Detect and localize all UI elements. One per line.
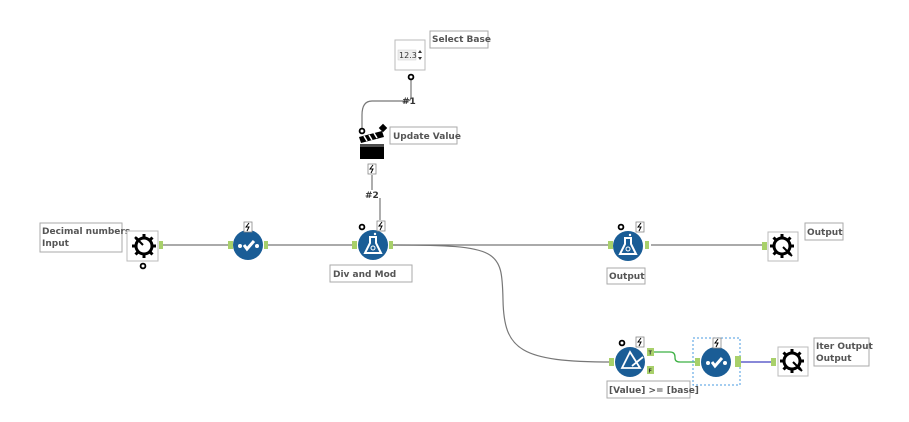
lightning-icon [376,220,386,232]
update-value-action-tool[interactable]: Update Value [358,123,461,175]
select-check-icon [231,228,265,262]
lightning-icon [712,337,722,349]
connection-divmod-filter[interactable] [392,244,613,363]
input-anchor[interactable] [228,241,233,249]
formula-flask-icon [612,230,644,262]
filter-icon [615,347,645,377]
question-anchor-icon [407,73,415,81]
lightning-icon [367,163,377,175]
question-anchor-icon [618,339,626,347]
input-anchor[interactable] [608,241,613,249]
iteroutput-label-line1: Iter Output [816,342,874,352]
iteroutput-label-line2: Output [816,354,852,364]
output-anchor[interactable] [389,241,393,249]
diamond-anchor-icon [378,123,388,133]
select-tool-1[interactable] [228,221,268,262]
macro-output-icon [778,347,806,375]
lightning-icon [635,221,645,233]
output-anchor[interactable] [645,241,649,249]
iter-output-macro-tool[interactable]: Iter Output Output [771,337,874,377]
input-macro-tool[interactable]: Decimal numbers Input [39,222,163,270]
input-label-line2: Input [42,239,70,249]
question-anchor-icon [139,262,147,270]
true-anchor-label: T [649,351,653,357]
numeric-value: 12.3 [399,51,417,60]
formula-flask-icon [357,229,389,261]
question-anchor-icon [358,223,366,231]
filter-label: [Value] >= [base] [609,386,699,396]
connection-label-1: #1 [402,97,416,107]
input-anchor[interactable] [695,358,700,366]
selectbase-label: Select Base [432,35,491,45]
output-anchor[interactable] [735,356,741,367]
select-base-numeric-tool[interactable]: 12.3 Select Base [394,30,491,81]
select-check-icon [699,345,733,379]
connection-update-divmod[interactable] [371,175,381,220]
lightning-icon [243,221,253,233]
iteroutput-label-box [813,337,870,367]
spinner-arrows-icon [418,50,422,60]
outputmacro-label: Output [807,228,843,238]
filter-label-box [606,380,691,399]
filter-tool[interactable]: T F [Value] >= [base] [606,336,699,399]
update-label-box [389,126,458,145]
connection-selectbase-update[interactable] [361,80,412,128]
false-anchor[interactable] [647,366,654,374]
outputformula-label: Output [609,272,645,282]
input-anchor[interactable] [762,242,767,250]
macro-input-icon [130,232,158,260]
input-label-box [39,222,123,253]
connection-label-2: #2 [365,191,379,201]
question-anchor-icon [358,127,366,135]
divmod-label-box [329,264,413,283]
input-anchor[interactable] [771,358,776,366]
selectbase-label-box [429,30,489,49]
output-macro-tool[interactable]: Output [762,222,844,262]
selection-box [692,337,741,386]
false-anchor-label: F [649,369,652,375]
input-label-line1: Decimal numbers [42,227,130,237]
divmod-label: Div and Mod [333,270,396,280]
select-tool-2[interactable] [692,337,741,386]
question-anchor-icon [617,223,625,231]
numeric-up-down-icon [397,49,417,61]
outputmacro-label-box [804,222,844,241]
connection-filter-true-select2[interactable] [653,351,697,363]
input-anchor[interactable] [352,241,357,249]
div-and-mod-formula-tool[interactable]: Div and Mod [329,220,413,283]
update-label: Update Value [393,132,461,142]
action-clapper-icon [359,131,384,159]
output-anchor[interactable] [159,241,163,249]
macro-output-icon [768,232,796,260]
input-anchor[interactable] [609,358,614,366]
output-formula-tool[interactable]: Output [606,221,649,285]
prism-glyph [620,350,644,369]
lightning-icon [635,336,645,348]
true-anchor[interactable] [647,348,654,356]
outputformula-label-box [606,267,646,285]
output-anchor[interactable] [264,241,268,249]
